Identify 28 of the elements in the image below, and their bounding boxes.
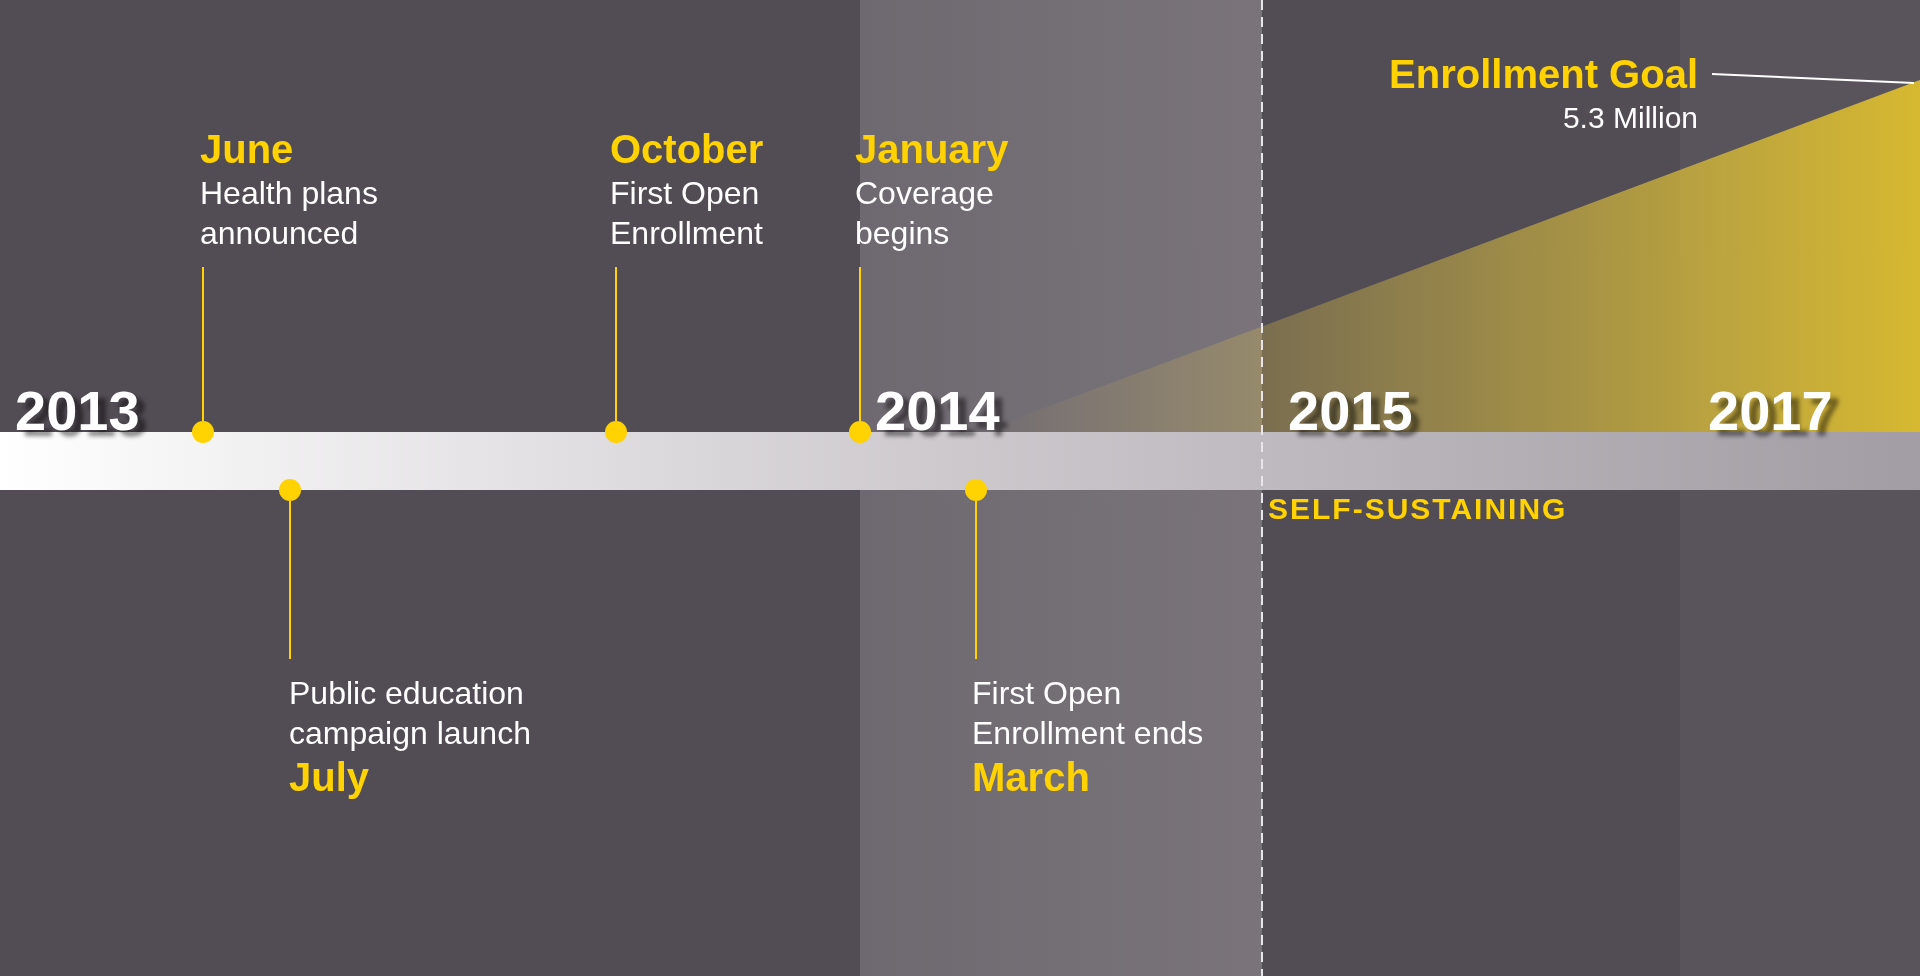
year-label: 2014 — [875, 378, 1000, 443]
event-description: Coverage begins — [855, 174, 995, 253]
timeline-bar — [0, 432, 1920, 490]
leader-line — [859, 266, 861, 422]
goal-value: 5.3 Million — [1561, 100, 1698, 136]
month-label: June — [200, 126, 295, 173]
month-label: March — [972, 754, 1091, 801]
month-label: October — [610, 126, 765, 173]
event-description: First Open Enrollment ends — [972, 674, 1205, 753]
month-label: July — [289, 754, 371, 801]
event-description: Health plans announced — [200, 174, 379, 253]
event-description: First Open Enrollment — [610, 174, 764, 253]
year-label: 2013 — [15, 378, 140, 443]
leader-line — [289, 500, 291, 660]
timeline-dot — [192, 421, 214, 443]
leader-line — [1711, 73, 1915, 84]
timeline-dot — [849, 421, 871, 443]
timeline-dot — [605, 421, 627, 443]
month-label: January — [855, 126, 1010, 173]
year-label: 2017 — [1708, 378, 1833, 443]
leader-line — [615, 266, 617, 422]
leader-line — [202, 266, 204, 422]
event-description: Public education campaign launch — [289, 674, 532, 753]
year-label: 2015 — [1288, 378, 1413, 443]
leader-line — [975, 500, 977, 660]
goal-heading: Enrollment Goal — [1388, 51, 1698, 98]
phase-label: SELF-SUSTAINING — [1268, 492, 1568, 526]
timeline-dot — [279, 479, 301, 501]
